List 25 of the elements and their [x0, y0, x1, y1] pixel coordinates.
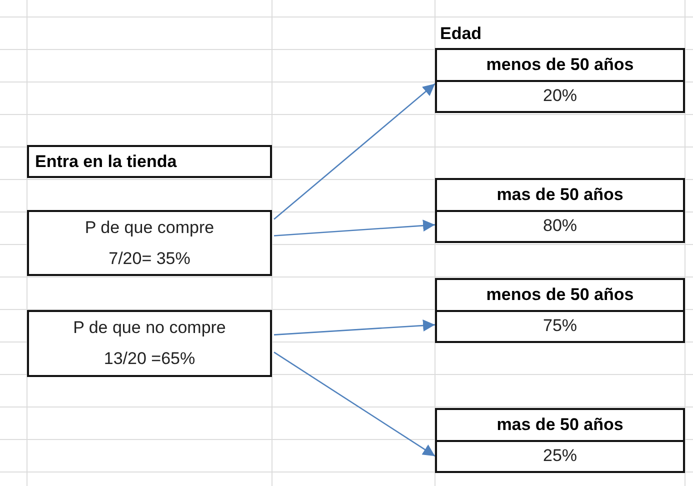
heading: mas de 50 años — [496, 414, 624, 436]
heading: menos de 50 años — [485, 54, 635, 76]
value-text: 25% — [437, 440, 683, 471]
table-cell-box — [435, 48, 685, 113]
arrow — [274, 83, 436, 220]
value-text: 20% — [437, 80, 683, 111]
value-text: 75% — [437, 310, 683, 341]
value-text: 13/20 =65% — [102, 348, 196, 370]
table-cell-box — [435, 178, 685, 243]
description-text: P de que compre — [84, 216, 216, 238]
heading: menos de 50 años — [485, 284, 635, 306]
table-cell-box — [435, 408, 685, 473]
table-cell-box — [27, 210, 272, 276]
heading: mas de 50 años — [496, 184, 624, 206]
value-text: 80% — [437, 210, 683, 241]
table-cell-box — [435, 278, 685, 343]
heading: Entra en la tienda — [34, 150, 178, 172]
column-header: Edad — [440, 24, 482, 44]
arrow — [274, 220, 436, 236]
table-cell-box — [27, 310, 272, 377]
value-text: 7/20= 35% — [108, 248, 192, 270]
arrow — [274, 352, 436, 457]
table-cell-box — [27, 145, 272, 178]
arrow — [274, 320, 436, 336]
description-text: P de que no compre — [72, 316, 227, 339]
